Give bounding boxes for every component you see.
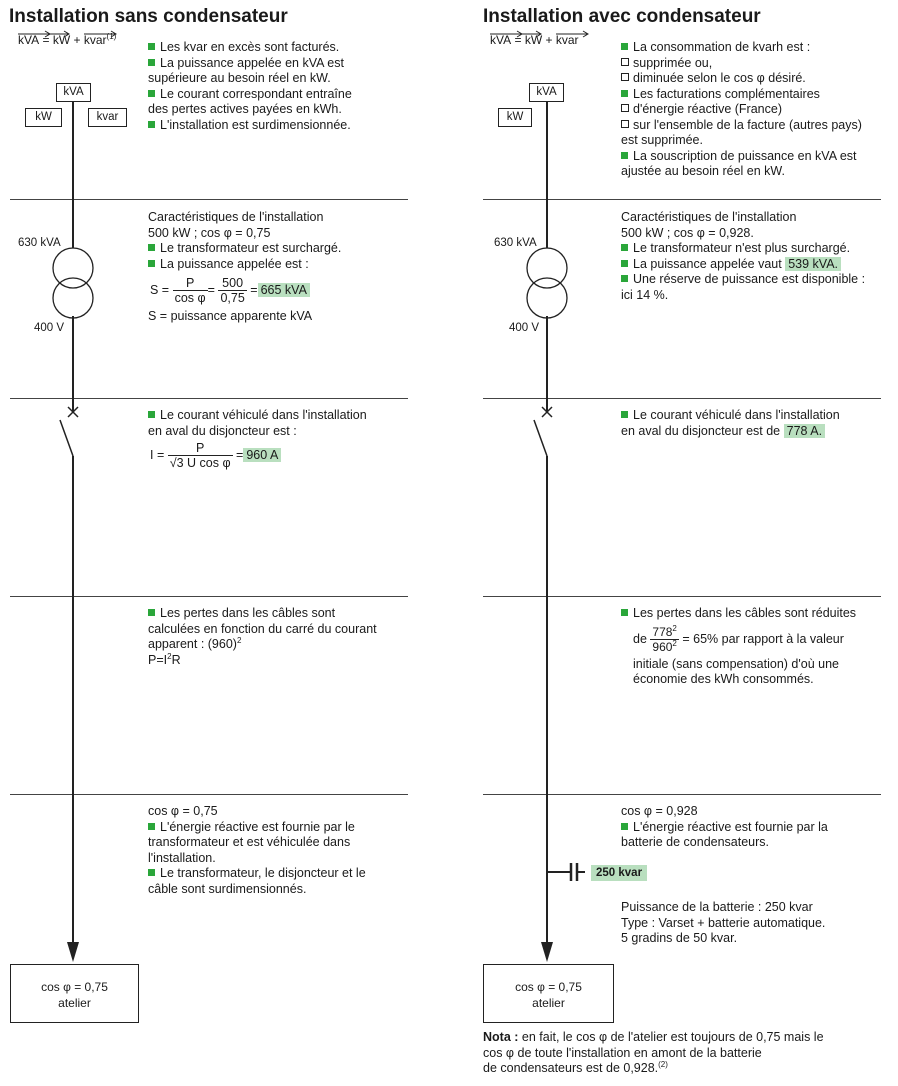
right-sec1-line: La consommation de kvarh est : (621, 40, 862, 56)
left-power-result: 665 kVA (257, 282, 310, 297)
vector-arrow-icon (555, 30, 589, 38)
bullet-icon (621, 822, 628, 830)
left-divider-2 (10, 398, 408, 399)
bullet-icon (621, 244, 628, 251)
right-section-1: La consommation de kvarh est :supprimée … (621, 40, 862, 180)
bullet-icon (621, 89, 628, 97)
vector-arrow-icon (83, 30, 117, 38)
bullet-icon (148, 869, 155, 876)
right-kva-box: kVA (529, 83, 564, 102)
bullet-icon (148, 89, 155, 97)
right-atelier-box: cos φ = 0,75 atelier (483, 964, 614, 1023)
right-section-4: Les pertes dans les câbles sont réduites… (621, 606, 856, 688)
vector-kvar: kvar (555, 30, 589, 47)
bullet-icon (148, 244, 155, 251)
bullet-icon (621, 275, 628, 282)
bullet-icon (621, 151, 628, 159)
left-current-result: 960 A (243, 447, 282, 462)
capacitor-icon (547, 863, 585, 881)
bullet-icon (148, 822, 155, 830)
vector-kva: kVA (490, 30, 523, 47)
bullet-icon (148, 259, 155, 267)
left-kw-box: kW (25, 108, 62, 127)
left-section-5: cos φ = 0,75 L'énergie réactive est four… (148, 804, 366, 896)
left-apparent-power-note: S = puissance apparente kVA (148, 309, 313, 323)
right-sec1-line: La souscription de puissance en kVA est (621, 149, 862, 165)
right-section-5: cos φ = 0,928 L'énergie réactive est fou… (621, 804, 828, 849)
left-divider-1 (10, 199, 408, 200)
bullet-icon (148, 609, 155, 616)
right-feeder-line (541, 101, 553, 962)
right-section-2: Caractéristiques de l'installation 500 k… (621, 210, 866, 302)
nota: Nota : en fait, le cos φ de l'atelier es… (483, 1030, 824, 1075)
right-sec1-line: sur l'ensemble de la facture (autres pay… (621, 118, 862, 134)
right-breaker-icon (533, 406, 553, 457)
left-divider-3 (10, 596, 408, 597)
right-sec1-line: Les facturations complémentaires (621, 87, 862, 103)
left-section-1: Les kvar en excès sont facturés. La puis… (148, 40, 352, 132)
left-atelier-box: cos φ = 0,75 atelier (10, 964, 139, 1023)
right-sec1-line: est supprimée. (621, 133, 703, 147)
right-sec1-line: supprimée ou, (621, 56, 862, 72)
checkbox-bullet-icon (621, 104, 629, 112)
left-transformer-icon (52, 247, 94, 319)
left-kvar-box: kvar (88, 108, 127, 127)
right-battery-info: Puissance de la batterie : 250 kvar Type… (621, 900, 826, 945)
left-divider-4 (10, 794, 408, 795)
bullet-icon (621, 411, 628, 418)
vector-kw: kW (516, 30, 542, 47)
right-vector-equation: kVA = kW + kvar (490, 30, 589, 47)
right-section-3: Le courant véhiculé dans l'installation … (621, 408, 840, 438)
right-sec1-line: diminuée selon le cos φ désiré. (621, 71, 862, 87)
checkbox-bullet-icon (621, 119, 629, 128)
right-divider-2 (483, 398, 881, 399)
left-feeder-line (67, 101, 79, 962)
left-vector-equation: kVA = kW + kvar(1) (18, 30, 117, 47)
vector-kvar: kvar (83, 30, 117, 47)
right-transformer-icon (526, 247, 568, 319)
checkbox-bullet-icon (621, 57, 629, 66)
right-divider-4 (483, 794, 881, 795)
vector-arrow-icon (516, 30, 542, 38)
bullet-icon (621, 43, 628, 50)
left-title: Installation sans condensateur (9, 6, 288, 27)
right-transformer-voltage: 400 V (509, 322, 540, 334)
right-title: Installation avec condensateur (483, 6, 761, 27)
right-divider-3 (483, 596, 881, 597)
right-power-result: 539 kVA. (785, 256, 842, 271)
right-kw-box: kW (498, 108, 532, 127)
vector-kw: kW (44, 30, 70, 47)
left-breaker-icon (59, 406, 79, 457)
bullet-icon (621, 259, 628, 267)
left-section-2: Caractéristiques de l'installation 500 k… (148, 210, 342, 271)
left-kva-box: kVA (56, 83, 91, 102)
bullet-icon (148, 43, 155, 50)
left-section-4: Les pertes dans les câbles sont calculée… (148, 606, 377, 667)
bullet-icon (148, 411, 155, 418)
vector-kva: kVA (18, 30, 51, 47)
capacitor-label: 250 kvar (591, 865, 648, 881)
left-transformer-kva: 630 kVA (18, 237, 61, 249)
checkbox-bullet-icon (621, 73, 629, 81)
right-divider-1 (483, 199, 881, 200)
right-transformer-kva: 630 kVA (494, 237, 537, 249)
bullet-icon (621, 609, 628, 616)
right-sec1-line: d'énergie réactive (France) (621, 102, 862, 118)
right-current-result: 778 A. (783, 423, 826, 438)
bullet-icon (148, 120, 155, 128)
right-sec1-line: ajustée au besoin réel en kW. (621, 164, 785, 178)
vector-arrow-icon (44, 30, 70, 38)
left-section-3: Le courant véhiculé dans l'installation … (148, 408, 367, 438)
bullet-icon (148, 58, 155, 66)
left-current-formula: I = P√3 U cos φ =960 A (150, 441, 282, 470)
left-transformer-voltage: 400 V (34, 322, 65, 334)
